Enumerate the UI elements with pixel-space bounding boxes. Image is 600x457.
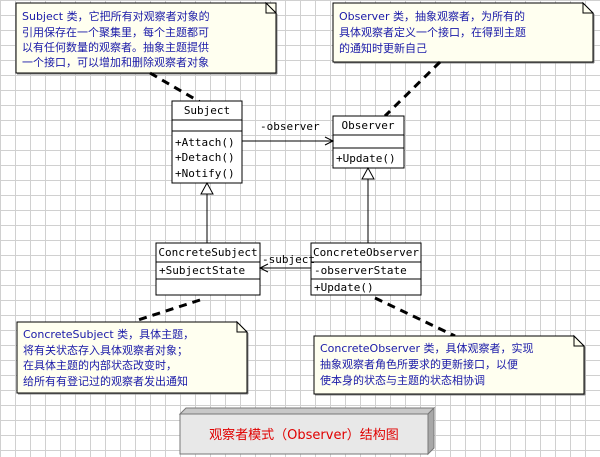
note-observer-connector <box>383 60 442 118</box>
association-observer: -observer <box>242 120 335 146</box>
class-subject-name: Subject <box>184 104 230 117</box>
generalization-observer <box>361 166 375 243</box>
class-observer[interactable]: Observer +Update() <box>332 115 405 169</box>
note-subject-connector <box>149 71 201 104</box>
note-subject-line-1: Subject 类，它把所有对观察者对象的 <box>22 9 210 23</box>
note-concrete-subject-line-3: 在具体主题的内部状态改变时， <box>23 358 177 372</box>
attribute-subject-state: +SubjectState <box>159 264 245 277</box>
note-observer-line-3: 的通知时更新自己 <box>339 41 427 55</box>
note-concrete-subject-connector <box>137 298 201 322</box>
note-concrete-observer-line-3: 使本身的状态与主题的状态相协调 <box>320 373 485 387</box>
note-concrete-observer-connector <box>374 296 456 338</box>
note-subject: Subject 类，它把所有对观察者对象的 引用保存在一个聚集里，每个主题都可 … <box>15 1 278 75</box>
class-subject[interactable]: Subject +Attach() +Detach() +Notify() <box>171 100 243 184</box>
note-concrete-subject: ConcreteSubject 类，具体主题， 将有关状态存入具体观察者对象； … <box>16 320 249 395</box>
method-detach: +Detach() <box>175 151 235 164</box>
generalization-subject <box>200 181 214 243</box>
attribute-observer-state: -observerState <box>314 264 407 277</box>
note-observer-line-1: Observer 类，抽象观察者，为所有的 <box>339 9 525 23</box>
diagram-title: 观察者模式（Observer）结构图 <box>209 428 399 443</box>
class-observer-name: Observer <box>342 119 395 132</box>
class-concrete-subject-name: ConcreteSubject <box>158 246 257 259</box>
association-observer-label: -observer <box>260 120 320 133</box>
method-attach: +Attach() <box>175 136 235 149</box>
method-update: +Update() <box>336 152 396 165</box>
method-notify: +Notify() <box>175 167 235 180</box>
note-subject-line-2: 引用保存在一个聚集里，每个主题都可 <box>22 25 209 39</box>
class-concrete-observer-name: ConcreteObserver <box>313 246 419 259</box>
note-subject-line-3: 以有任何数量的观察者。抽象主题提供 <box>22 40 209 54</box>
note-subject-line-4: 一个接口，可以增加和删除观察者对象 <box>22 55 209 69</box>
note-concrete-subject-line-4: 给所有有登记过的观察者发出通知 <box>23 374 188 388</box>
note-concrete-subject-line-2: 将有关状态存入具体观察者对象； <box>23 343 188 357</box>
note-observer: Observer 类，抽象观察者，为所有的 具体观察者定义一个接口，在得到主题 … <box>332 1 595 64</box>
note-concrete-observer-line-1: ConcreteObserver 类，具体观察者，实现 <box>320 341 534 355</box>
method-concrete-update: +Update() <box>314 281 374 294</box>
association-subject: -subject <box>258 253 315 273</box>
note-concrete-subject-line-1: ConcreteSubject 类，具体主题， <box>23 327 194 341</box>
diagram-title-banner: 观察者模式（Observer）结构图 <box>178 406 436 456</box>
association-subject-label: -subject <box>262 253 315 266</box>
note-observer-line-2: 具体观察者定义一个接口，在得到主题 <box>339 25 526 39</box>
class-concrete-observer[interactable]: ConcreteObserver -observerState +Update(… <box>310 242 422 296</box>
note-concrete-observer-line-2: 抽象观察者角色所要求的更新接口，以便 <box>320 357 518 371</box>
note-concrete-observer: ConcreteObserver 类，具体观察者，实现 抽象观察者角色所要求的更… <box>313 334 586 396</box>
class-concrete-subject[interactable]: ConcreteSubject +SubjectState <box>155 242 261 296</box>
